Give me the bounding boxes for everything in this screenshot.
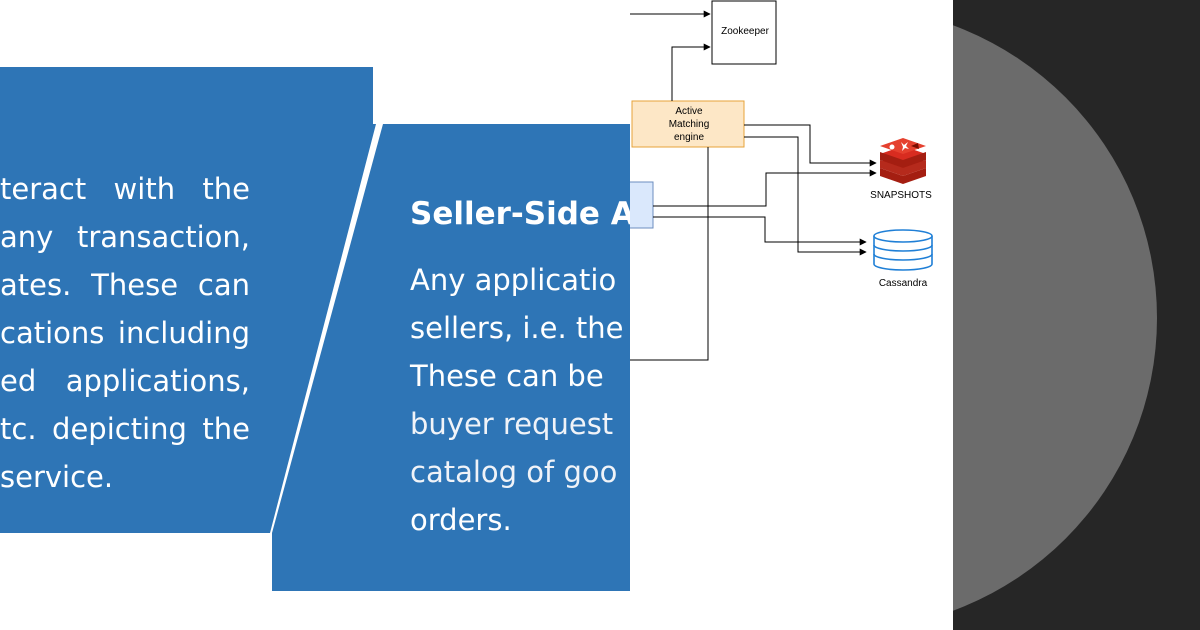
connector-line bbox=[630, 147, 709, 361]
left-panel-line: service. bbox=[0, 460, 114, 494]
right-panel-text: Any applicatio sellers, i.e. the These c… bbox=[410, 256, 624, 544]
architecture-diagram: Zookeeper Active Matching engine SNAPSHO… bbox=[630, 0, 953, 630]
connector-line bbox=[653, 169, 877, 207]
slide-area: teract with the any transaction, ates. T… bbox=[0, 67, 630, 591]
right-panel-line: orders. bbox=[410, 503, 512, 537]
connector-line bbox=[744, 136, 867, 256]
left-panel-line: any transaction, bbox=[0, 220, 250, 254]
left-panel-text: teract with the any transaction, ates. T… bbox=[0, 165, 250, 501]
snapshots-label: SNAPSHOTS bbox=[870, 190, 932, 201]
diagram-canvas bbox=[630, 0, 933, 361]
right-blue-panel bbox=[272, 124, 630, 591]
matching-engine-label: Active Matching engine bbox=[634, 105, 744, 144]
dark-decoration-panel bbox=[953, 0, 1200, 630]
seller-side-heading: Seller-Side A bbox=[410, 196, 630, 232]
connector-line bbox=[653, 216, 867, 246]
connector-line bbox=[744, 124, 877, 167]
matching-engine-node bbox=[631, 100, 745, 148]
left-panel-line: ed applications, bbox=[0, 364, 250, 398]
connector-line bbox=[671, 43, 711, 101]
matching-engine-label-line: engine bbox=[673, 132, 705, 143]
left-panel-line: tc. depicting the bbox=[0, 412, 250, 446]
matching-engine-label-line: Matching bbox=[668, 119, 710, 130]
slide-panel-shapes bbox=[0, 67, 630, 591]
left-panel-line: ates. These can bbox=[0, 268, 250, 302]
matching-engine-label-line: Active bbox=[675, 106, 703, 117]
zookeeper-node bbox=[711, 0, 777, 65]
left-panel-line: teract with the bbox=[0, 172, 250, 206]
right-panel-line: catalog of goo bbox=[410, 455, 618, 489]
database-cylinder-icon bbox=[873, 229, 933, 271]
redis-stack-icon bbox=[880, 138, 926, 184]
cassandra-label: Cassandra bbox=[878, 278, 928, 289]
right-panel-line: sellers, i.e. the bbox=[410, 311, 624, 345]
decorative-circle bbox=[953, 6, 1157, 630]
zookeeper-label: Zookeeper bbox=[721, 26, 769, 37]
right-panel-line: Any applicatio bbox=[410, 263, 617, 297]
left-panel-line: cations including bbox=[0, 316, 250, 350]
right-panel-line: These can be bbox=[410, 359, 604, 393]
order-queue-node bbox=[630, 181, 654, 229]
left-blue-panel bbox=[0, 67, 376, 533]
right-panel-line: buyer request bbox=[410, 407, 614, 441]
